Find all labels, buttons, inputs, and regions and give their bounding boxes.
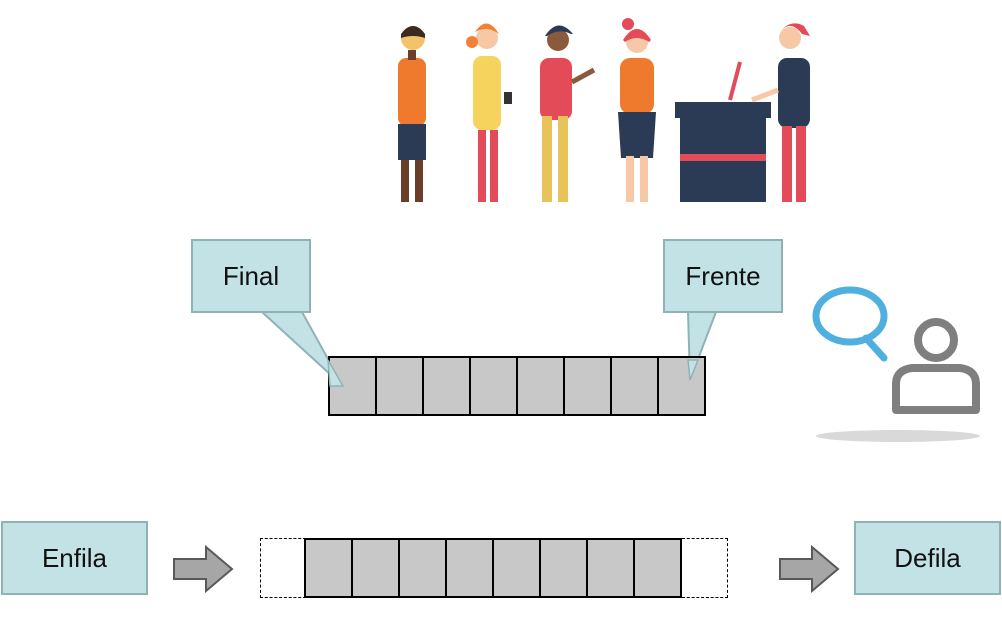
frente-callout: Frente: [663, 239, 783, 313]
person-4: [618, 18, 656, 202]
bottom-queue: [260, 538, 728, 598]
person-1: [398, 26, 426, 202]
final-callout: Final: [191, 239, 311, 313]
top-queue: [328, 356, 706, 416]
frente-label: Frente: [685, 260, 761, 291]
queue-cell: [633, 538, 682, 598]
person-cashier: [751, 23, 810, 202]
final-label: Final: [222, 260, 280, 291]
queue-cell: [445, 538, 494, 598]
arrow-right-icon: [173, 544, 234, 594]
queue-cell: [469, 356, 518, 416]
queue-cell: [351, 538, 400, 598]
queue-cell: [657, 356, 706, 416]
empty-slot-right: [682, 538, 728, 598]
queue-cell: [586, 538, 635, 598]
person-3: [540, 25, 596, 202]
enqueue-box: Enfila: [1, 521, 148, 595]
user-search-icon: [812, 286, 980, 442]
queue-cell: [492, 538, 541, 598]
queue-cell: [398, 538, 447, 598]
queue-cell: [516, 356, 565, 416]
dequeue-box: Defila: [854, 521, 1001, 595]
person-2: [466, 23, 512, 202]
people-queue-illustration: [398, 18, 810, 202]
queue-cell: [422, 356, 471, 416]
queue-cell: [539, 538, 588, 598]
queue-cell: [375, 356, 424, 416]
empty-slot-left: [260, 538, 306, 598]
enqueue-label: Enfila: [41, 542, 108, 573]
queue-cell: [610, 356, 659, 416]
queue-cell: [304, 538, 353, 598]
dequeue-label: Defila: [894, 542, 961, 573]
arrow-right-icon: [779, 544, 840, 594]
counter-desk: [675, 61, 771, 202]
